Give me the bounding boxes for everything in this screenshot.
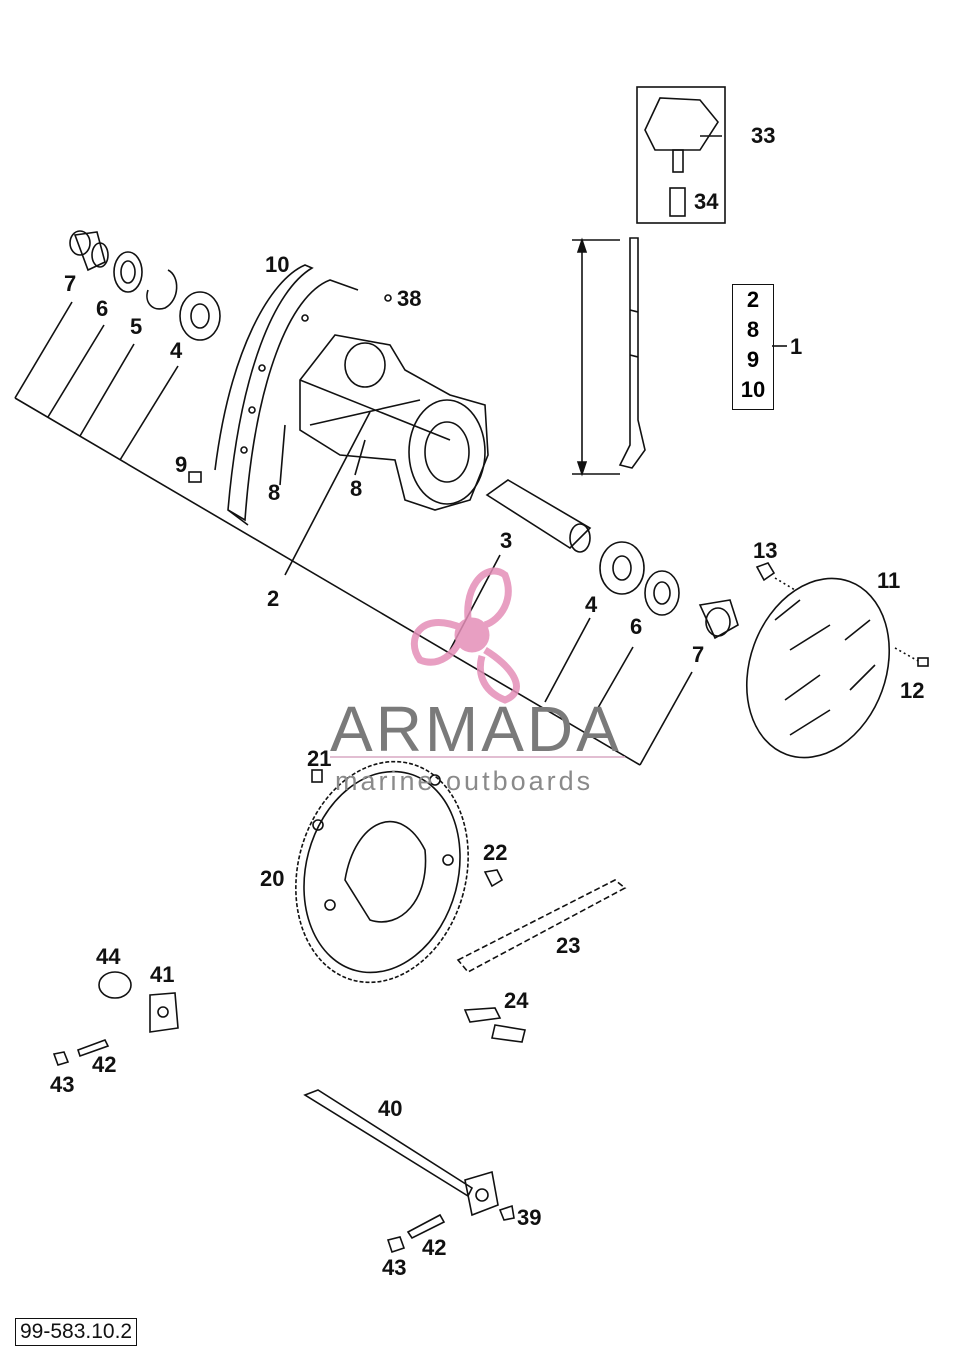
spacer-7-top — [73, 231, 106, 272]
callout-2: 2 — [267, 586, 280, 611]
callout-42-left: 42 — [92, 1052, 117, 1077]
nut-22 — [483, 869, 504, 888]
leader-main-line — [14, 397, 641, 766]
callout-22: 22 — [483, 840, 508, 865]
callout-3: 3 — [500, 528, 513, 553]
callout-4-top: 4 — [170, 338, 183, 363]
nut-13 — [755, 562, 776, 582]
seal-6-top — [113, 251, 143, 293]
nut-43-left — [52, 1051, 70, 1066]
kit-item: 10 — [740, 377, 766, 402]
seal-6-right — [644, 570, 680, 616]
bolt-21 — [311, 769, 323, 783]
kit-contents-box: 2 8 9 10 — [732, 284, 774, 410]
callout-8-left: 8 — [268, 480, 281, 505]
brake-disc-11 — [745, 577, 891, 759]
callout-6-right: 6 — [630, 614, 643, 639]
nipple-9 — [188, 471, 202, 483]
chain-link-24 — [463, 1007, 502, 1023]
callout-44: 44 — [96, 944, 121, 969]
callout-42-right: 42 — [422, 1235, 447, 1260]
callout-11: 11 — [877, 568, 901, 593]
callout-12: 12 — [900, 678, 925, 703]
callout-21: 21 — [307, 746, 332, 771]
spacer-7-right — [698, 599, 739, 640]
callout-20: 20 — [260, 866, 285, 891]
part-41 — [149, 992, 179, 1033]
document-reference: 99-583.10.2 — [15, 1318, 138, 1347]
callout-33: 33 — [751, 123, 776, 148]
circlip-5 — [146, 269, 178, 310]
axle-sleeve-3 — [485, 479, 592, 550]
callout-34: 34 — [694, 189, 719, 214]
callout-24: 24 — [504, 988, 529, 1013]
callout-43-right: 43 — [382, 1255, 407, 1280]
wheel-hub — [299, 334, 489, 511]
bolt-42-right — [406, 1213, 446, 1240]
spoke-dimension — [618, 237, 646, 469]
part-34 — [669, 187, 686, 217]
callout-6-top: 6 — [96, 296, 109, 321]
inset-box-tire-lever — [636, 86, 726, 224]
chain-23 — [456, 879, 627, 974]
nut-43-right — [386, 1236, 406, 1254]
watermark-tagline: marine outboards — [335, 766, 594, 796]
bearing-4-top — [179, 291, 221, 341]
kit-item: 9 — [746, 347, 760, 372]
bearing-4-right — [599, 541, 645, 595]
callout-9: 9 — [175, 452, 188, 477]
callout-10: 10 — [265, 252, 290, 277]
callout-13: 13 — [753, 538, 778, 563]
kit-item: 8 — [746, 317, 760, 342]
bolt-42-left — [76, 1039, 110, 1058]
callout-43-left: 43 — [50, 1072, 75, 1097]
axle-40 — [303, 1089, 474, 1198]
kit-item: 2 — [746, 287, 760, 312]
callout-39: 39 — [517, 1205, 542, 1230]
callout-7-top: 7 — [64, 271, 77, 296]
callout-8-right: 8 — [350, 476, 363, 501]
watermark-brand: ARMADA — [330, 693, 622, 765]
callout-7-right: 7 — [692, 642, 705, 667]
callout-kit: 1 — [790, 334, 803, 359]
sprocket-20 — [295, 760, 469, 984]
bolt-12 — [917, 657, 929, 667]
callout-5: 5 — [130, 314, 143, 339]
callout-38: 38 — [397, 286, 422, 311]
callout-41: 41 — [150, 962, 175, 987]
callout-40: 40 — [378, 1096, 403, 1121]
part-33 — [644, 97, 719, 151]
part-39 — [498, 1204, 515, 1221]
wheel-rim — [214, 264, 359, 522]
callout-23: 23 — [556, 933, 581, 958]
callout-4-right: 4 — [585, 592, 598, 617]
part-44 — [98, 971, 132, 999]
watermark-logo — [410, 567, 520, 704]
